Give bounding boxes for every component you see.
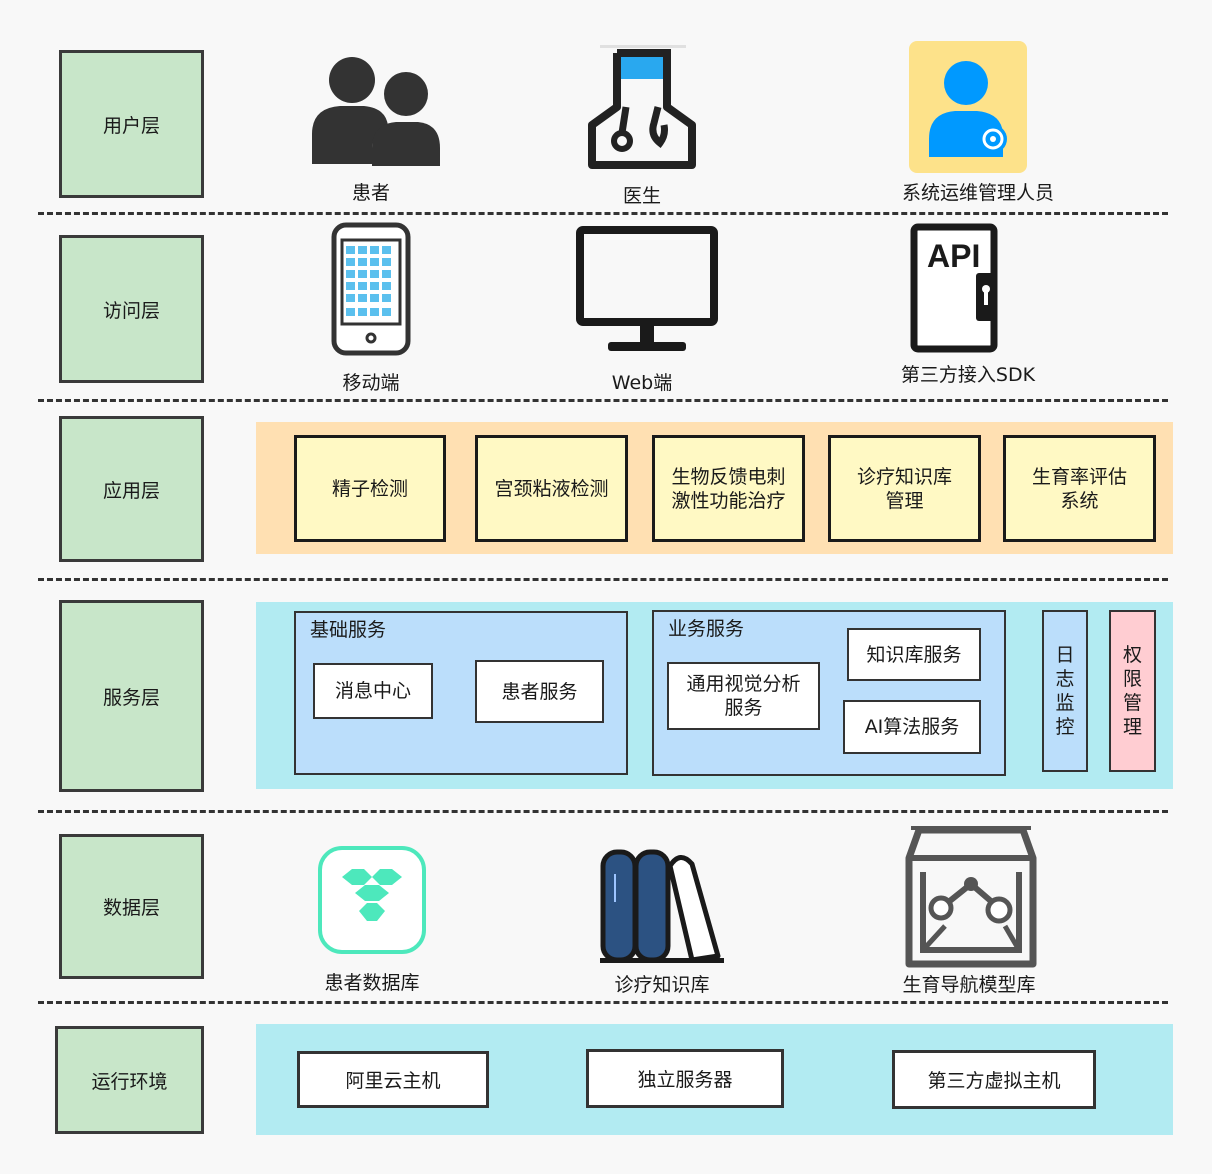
layer-user-text: 用户层 <box>102 114 160 137</box>
vision-analysis-line2: 服务 <box>724 697 763 719</box>
log-monitor-char: 日 <box>1055 644 1075 666</box>
patient-service-label: 患者服务 <box>501 680 578 703</box>
vision-analysis-box[interactable]: 通用视觉分析 服务 <box>667 662 820 730</box>
books-icon <box>600 849 724 963</box>
patient-label: 患者 <box>351 182 390 204</box>
permission-char: 权 <box>1122 644 1142 666</box>
layer-service-text: 服务层 <box>102 686 160 709</box>
layer-data-text: 数据层 <box>102 897 160 919</box>
message-center-box[interactable]: 消息中心 <box>313 663 433 719</box>
vision-analysis-line1: 通用视觉分析 <box>686 673 801 695</box>
web-label: Web端 <box>611 372 673 394</box>
log-monitor-char: 监 <box>1055 692 1075 714</box>
mobile-label: 移动端 <box>342 372 400 394</box>
separator-3 <box>38 578 1168 581</box>
independent-server-box[interactable]: 独立服务器 <box>586 1049 784 1108</box>
app-item-line2: 激性功能治疗 <box>671 489 786 512</box>
basic-services-title: 基础服务 <box>310 619 387 641</box>
doctor-icon <box>588 45 696 169</box>
layer-label-access: 访问层 <box>59 235 204 383</box>
app-knowledge-management[interactable]: 诊疗知识库 管理 <box>828 435 981 542</box>
app-item-line2: 系统 <box>1060 489 1099 512</box>
model-db-label: 生育导航模型库 <box>902 974 1036 996</box>
ai-algorithm-label: AI算法服务 <box>864 716 960 738</box>
patient-db-label: 患者数据库 <box>324 972 420 994</box>
mobile-phone-icon <box>331 222 411 356</box>
layer-app-text: 应用层 <box>102 479 160 502</box>
separator-1 <box>38 212 1168 215</box>
model-library-icon <box>905 826 1037 968</box>
knowledge-service-box[interactable]: 知识库服务 <box>847 628 981 681</box>
layer-runtime-text: 运行环境 <box>91 1070 168 1093</box>
app-fertility-assessment[interactable]: 生育率评估 系统 <box>1003 435 1156 542</box>
doctor-label: 医生 <box>622 185 661 207</box>
app-item-line2: 管理 <box>885 489 924 512</box>
app-item-line1: 宫颈粘液检测 <box>494 477 609 500</box>
app-cervical-mucus-detection[interactable]: 宫颈粘液检测 <box>475 435 628 542</box>
patient-database-icon <box>318 846 426 954</box>
permission-management-box[interactable]: 权 限 管 理 <box>1109 610 1156 772</box>
log-monitor-char: 控 <box>1055 716 1075 738</box>
virtual-host-label: 第三方虚拟主机 <box>927 1070 1061 1092</box>
independent-server-label: 独立服务器 <box>637 1069 733 1091</box>
layer-label-app: 应用层 <box>59 416 204 562</box>
layer-label-service: 服务层 <box>59 600 204 792</box>
api-lock-icon <box>910 223 998 353</box>
separator-5 <box>38 1001 1168 1004</box>
permission-char: 管 <box>1122 692 1142 714</box>
layer-access-text: 访问层 <box>102 299 160 322</box>
app-sperm-detection[interactable]: 精子检测 <box>294 435 446 542</box>
app-item-line1: 生物反馈电刺 <box>671 465 786 488</box>
app-biofeedback-therapy[interactable]: 生物反馈电刺 激性功能治疗 <box>652 435 805 542</box>
knowledge-service-label: 知识库服务 <box>866 643 962 666</box>
layer-label-user: 用户层 <box>59 50 204 198</box>
api-text: API <box>927 238 981 274</box>
patients-icon <box>312 57 440 166</box>
app-item-line1: 诊疗知识库 <box>856 465 952 488</box>
patient-service-box[interactable]: 患者服务 <box>475 660 604 723</box>
business-services-title: 业务服务 <box>668 618 745 640</box>
app-item-line1: 生育率评估 <box>1031 465 1127 488</box>
separator-4 <box>38 810 1168 813</box>
separator-2 <box>38 399 1168 402</box>
message-center-label: 消息中心 <box>334 680 411 702</box>
aliyun-host-box[interactable]: 阿里云主机 <box>297 1051 489 1108</box>
monitor-icon <box>576 226 718 351</box>
log-monitor-char: 志 <box>1055 668 1075 690</box>
admin-label: 系统运维管理人员 <box>901 182 1054 204</box>
sdk-label: 第三方接入SDK <box>900 364 1036 386</box>
ai-algorithm-box[interactable]: AI算法服务 <box>843 700 981 754</box>
log-monitor-box[interactable]: 日 志 监 控 <box>1042 610 1088 772</box>
layer-label-runtime: 运行环境 <box>55 1026 204 1134</box>
permission-char: 理 <box>1122 716 1142 738</box>
aliyun-host-label: 阿里云主机 <box>345 1070 441 1092</box>
knowledge-db-label: 诊疗知识库 <box>614 974 710 996</box>
admin-user-icon <box>909 41 1027 173</box>
app-item-line1: 精子检测 <box>331 477 408 500</box>
virtual-host-box[interactable]: 第三方虚拟主机 <box>892 1050 1096 1109</box>
permission-char: 限 <box>1122 668 1142 690</box>
layer-label-data: 数据层 <box>59 834 204 979</box>
